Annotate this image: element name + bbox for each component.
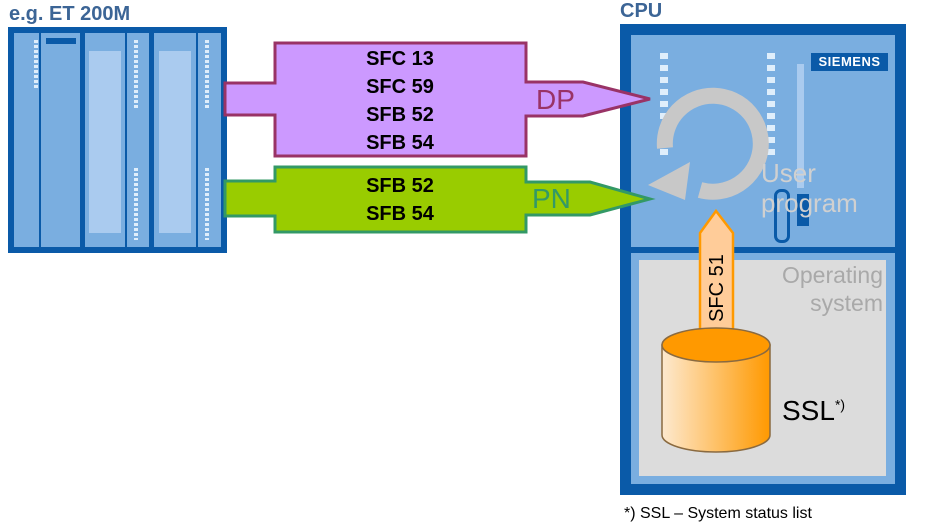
led-column xyxy=(767,53,775,155)
cpu-title: CPU xyxy=(620,0,663,22)
et200m-rack xyxy=(8,27,227,253)
os-label-2: system xyxy=(810,290,883,316)
status-strip xyxy=(46,38,76,44)
ssl-label: SSL*) xyxy=(782,395,845,427)
et200m-title: e.g. ET 200M xyxy=(9,3,131,25)
ssl-text: SSL xyxy=(782,395,835,426)
label-strip xyxy=(159,51,191,233)
user-program-label-1: User xyxy=(761,158,816,188)
slot-divider xyxy=(125,33,127,247)
user-program-label-2: program xyxy=(761,188,858,218)
footnote: *) SSL – System status list xyxy=(624,505,812,522)
slot-divider xyxy=(196,33,198,247)
pn-item: SFB 52 xyxy=(366,175,434,197)
label-strip xyxy=(89,51,121,233)
ssl-footnote-mark: *) xyxy=(834,396,846,413)
memory-card-slot xyxy=(797,194,809,226)
dp-item: SFB 54 xyxy=(366,132,434,154)
led-column xyxy=(134,40,138,110)
os-label-1: Operating xyxy=(781,262,883,288)
led-column xyxy=(134,168,138,240)
ssl-database-icon xyxy=(661,327,771,453)
cycle-arrow-icon xyxy=(648,87,769,200)
mode-switch[interactable] xyxy=(774,189,790,243)
pn-arrow xyxy=(223,165,656,234)
sfc51-label: SFC 51 xyxy=(706,254,728,322)
pn-label: PN xyxy=(532,183,571,214)
dp-item: SFB 52 xyxy=(366,104,434,126)
brand-badge: SIEMENS xyxy=(811,53,888,71)
led-column xyxy=(205,168,209,240)
dp-item: SFC 13 xyxy=(366,48,434,70)
pn-item: SFB 54 xyxy=(366,203,434,225)
rack-slot-1 xyxy=(14,33,80,247)
slot-divider xyxy=(39,33,41,247)
dp-label: DP xyxy=(536,84,575,115)
led-column xyxy=(205,40,209,110)
dp-arrow xyxy=(223,41,651,158)
slot-strip xyxy=(797,64,804,188)
dp-item: SFC 59 xyxy=(366,76,434,98)
led-column xyxy=(34,40,38,88)
led-column xyxy=(660,53,668,155)
